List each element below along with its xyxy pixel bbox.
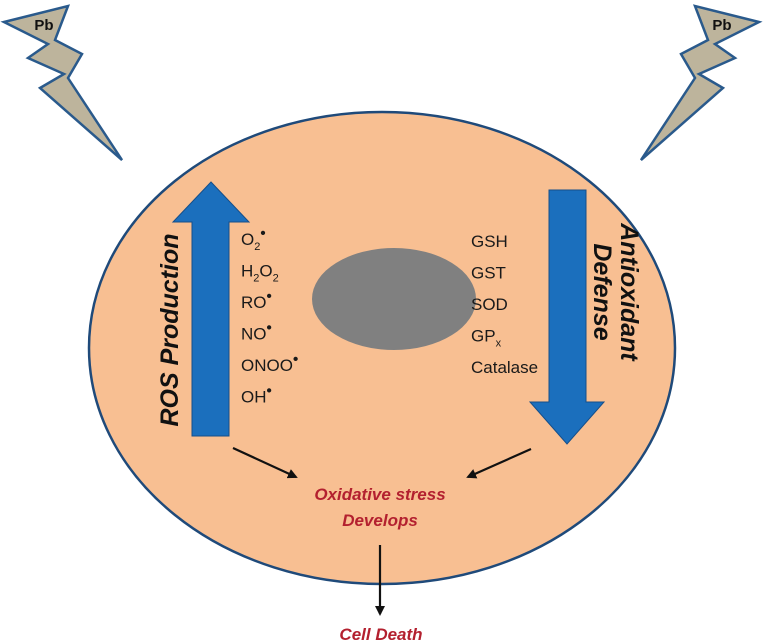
- left-bolt-icon: [0, 4, 124, 161]
- antioxidant-gp: GPx: [471, 327, 502, 350]
- ros-to-stress-arrow: [232, 447, 298, 479]
- antioxidant-defense-label-line1: Antioxidant: [615, 222, 643, 362]
- ros-species-ho: H2O2: [241, 262, 279, 285]
- right-bolt-icon: [639, 4, 763, 161]
- antioxidant-catalase: Catalase: [471, 358, 538, 377]
- left-bolt-label: Pb: [34, 17, 53, 34]
- right-pb-bolt: Pb: [639, 4, 763, 161]
- cell-death-label: Cell Death: [339, 625, 422, 643]
- ros-species-ro: RO•: [241, 288, 272, 312]
- antioxidant-defense-label-line2: Defense: [588, 243, 616, 340]
- ros-up-arrow: [171, 181, 251, 437]
- antioxidant-to-stress-arrow: [466, 447, 532, 479]
- develops-label: Develops: [342, 511, 418, 530]
- ros-species-no: NO•: [241, 320, 272, 344]
- ros-species-o: O2•: [241, 225, 266, 253]
- right-bolt-label: Pb: [712, 17, 731, 34]
- antioxidant-gst: GST: [471, 264, 506, 283]
- nucleus: [312, 248, 476, 350]
- left-pb-bolt: Pb: [0, 4, 124, 161]
- antioxidant-sod: SOD: [471, 295, 508, 314]
- ros-species-oh: OH•: [241, 383, 272, 407]
- ros-species-onoo: ONOO•: [241, 351, 298, 375]
- ros-production-label: ROS Production: [156, 233, 184, 426]
- oxidative-stress-label: Oxidative stress: [314, 485, 445, 504]
- antioxidant-gsh: GSH: [471, 232, 508, 251]
- antioxidant-down-arrow: [528, 189, 606, 445]
